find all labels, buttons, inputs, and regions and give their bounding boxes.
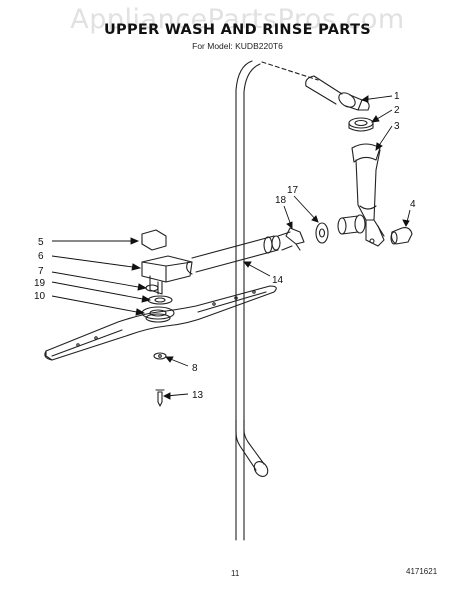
callout-2: 2: [394, 105, 400, 116]
part-13-screw: [155, 389, 165, 407]
supply-tube: [235, 60, 319, 541]
part-4-cap: [390, 227, 413, 245]
part-8-washer: [153, 352, 167, 360]
callout-17: 17: [287, 185, 299, 196]
document-number: 4171621: [406, 567, 438, 576]
callout-7: 7: [38, 266, 44, 277]
callout-8: 8: [192, 363, 198, 374]
callout-14: 14: [272, 275, 284, 286]
diagram-title: UPPER WASH AND RINSE PARTS: [103, 22, 372, 38]
part-callouts: 1 2 3 4 17 18 14 5 6 7 19 10 8 13: [34, 91, 416, 401]
part-2-seal: [348, 117, 374, 132]
part-17-washer: [315, 222, 329, 244]
page-number: 11: [231, 569, 240, 578]
callout-18: 18: [275, 195, 287, 206]
lower-spray-arm: [44, 285, 277, 361]
callout-19: 19: [34, 278, 46, 289]
part-18-clip: [285, 227, 305, 251]
tube-connector: [337, 214, 366, 235]
model-subtitle: For Model: KUDB220T6: [192, 41, 283, 51]
callout-13: 13: [192, 390, 204, 401]
hub-assembly: [141, 229, 193, 295]
part-1-hose: [305, 75, 370, 111]
part-14-feed-tube: [186, 231, 293, 275]
callout-5: 5: [38, 237, 44, 248]
callout-10: 10: [34, 291, 46, 302]
callout-3: 3: [394, 121, 400, 132]
callout-6: 6: [38, 251, 44, 262]
callout-4: 4: [410, 199, 416, 210]
part-3-manifold: [351, 143, 385, 247]
part-5-cap: [141, 229, 167, 251]
leader-lines: [51, 95, 411, 400]
part-19-washer: [147, 295, 173, 305]
part-6-housing: [141, 255, 193, 283]
callout-1: 1: [394, 91, 400, 102]
